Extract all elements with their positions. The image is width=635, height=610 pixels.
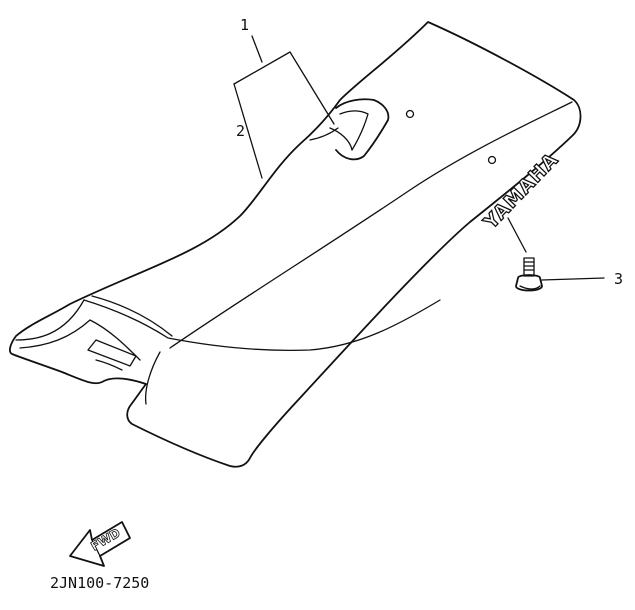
callout-2: 2 [236, 122, 245, 140]
seat-seam-inner [91, 295, 173, 337]
seat-front-lip [19, 319, 141, 361]
mounting-hole-rear [487, 155, 497, 165]
fwd-arrow: FWD [69, 521, 131, 567]
front-mount-tab [87, 339, 137, 367]
leader-bracket-1 [251, 35, 263, 63]
leader-lines [233, 35, 605, 281]
seat-brand-text: YAMAHA [479, 149, 563, 235]
seat-assembly: YAMAHA [9, 21, 582, 468]
bolt-part [515, 257, 543, 292]
leader-line-3 [541, 277, 605, 281]
seat-strap [309, 98, 390, 161]
front-mount-tab-edge [95, 359, 123, 371]
seat-cover-seam [83, 299, 441, 352]
part-number: 2JN100-7250 [50, 574, 149, 592]
seat-side-crease [144, 351, 161, 405]
callout-1: 1 [240, 16, 249, 34]
seat-panel-edge [169, 101, 573, 349]
seat-front-underside [15, 299, 85, 341]
mounting-hole-front [405, 109, 415, 119]
seat-outline [9, 21, 582, 468]
fwd-label: FWD [89, 526, 123, 554]
callout-3: 3 [614, 270, 623, 288]
